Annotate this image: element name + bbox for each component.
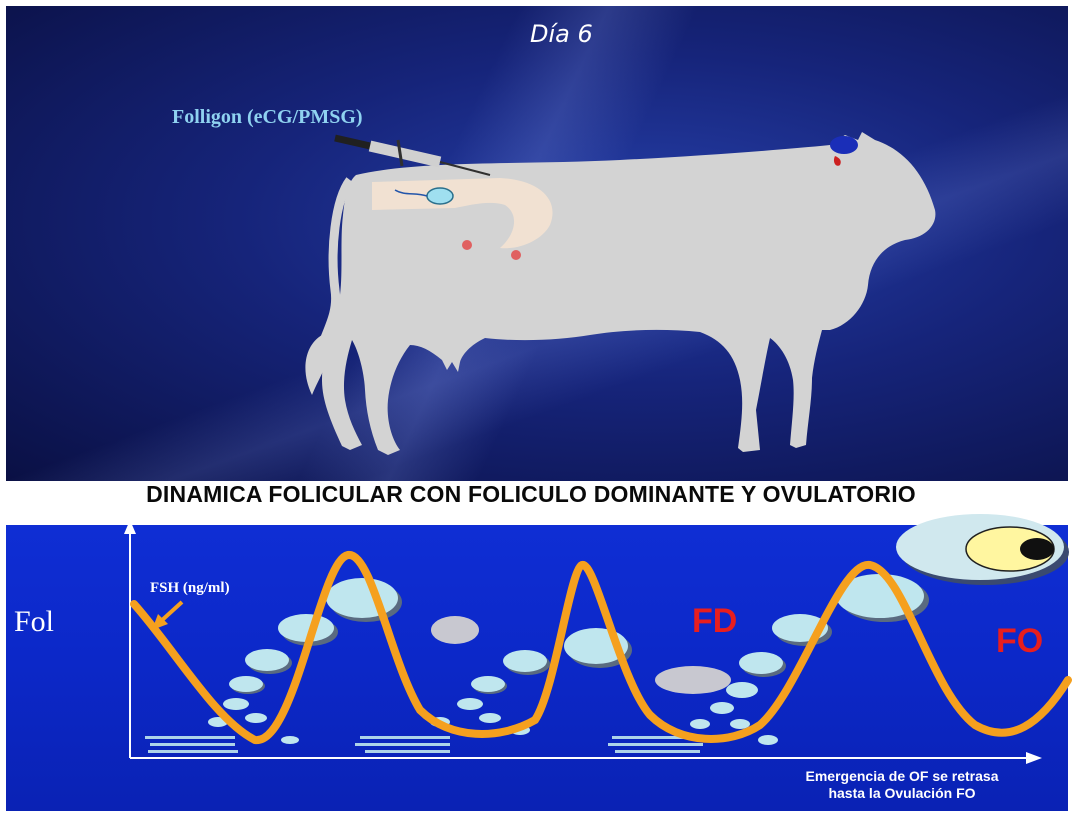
device-string — [394, 189, 428, 197]
cow-body — [322, 132, 936, 455]
x-axis-arrow — [1026, 752, 1042, 764]
cow-tail — [317, 177, 354, 347]
fd-label: FD — [692, 602, 738, 640]
title-strip — [6, 481, 1068, 525]
fsh-label: FSH (ng/ml) — [150, 580, 230, 596]
y-axis-arrow — [124, 520, 136, 534]
footnote-line-2: hasta la Ovulación FO — [828, 785, 976, 801]
ovulatory-follicle — [896, 514, 1069, 585]
cow-tail-tuft — [305, 335, 332, 395]
reproductive-tract — [372, 178, 553, 249]
follicle-wave-2 — [430, 628, 731, 735]
ovary-left — [462, 240, 472, 250]
fsh-pointer-arrow — [158, 600, 184, 624]
ear-tag-icon — [830, 136, 858, 154]
fo-label: FO — [996, 622, 1044, 660]
ovary-right — [511, 250, 521, 260]
day-label: Día 6 — [530, 20, 593, 48]
footnote-line-1: Emergencia de OF se retrasa — [805, 768, 999, 784]
y-axis-label: Fol — [14, 605, 55, 638]
main-title: DINAMICA FOLICULAR CON FOLICULO DOMINANT… — [146, 481, 916, 507]
footnote: Emergencia de OF se retrasa hasta la Ovu… — [752, 768, 1052, 802]
follicle-wave-1 — [208, 578, 479, 744]
syringe-icon — [334, 134, 491, 176]
bottom-panel — [6, 481, 1068, 811]
follicle-pools — [145, 736, 703, 753]
drug-label: Folligon (eCG/PMSG) — [172, 106, 363, 128]
fsh-curve — [130, 551, 1072, 744]
ear-tag-drop — [833, 156, 841, 166]
follicle-wave-3 — [690, 574, 929, 745]
